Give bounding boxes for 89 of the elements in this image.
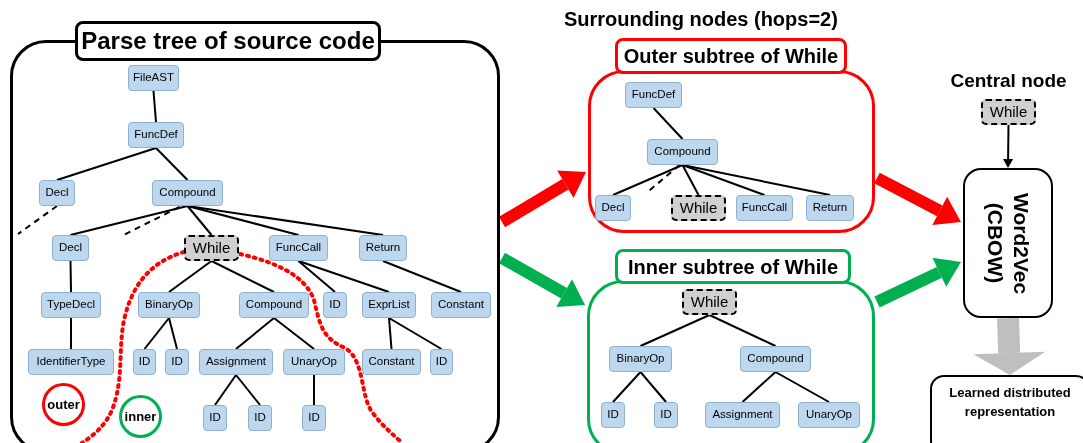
- tree-node: ID: [430, 349, 453, 375]
- tree-node: ID: [203, 405, 227, 431]
- arrow: [973, 317, 1046, 375]
- tree-node: Assignment: [199, 349, 273, 375]
- tree-edge: [388, 317, 393, 350]
- tree-edge: [186, 205, 300, 236]
- tree-node: Assignment: [705, 402, 780, 428]
- tree-node: ID: [323, 292, 347, 318]
- arrow: [498, 170, 586, 228]
- tree-node: BinaryOp: [138, 292, 200, 318]
- circle-label: outer: [42, 383, 85, 426]
- tree-node: Compound: [239, 292, 309, 318]
- tree-node: Decl: [39, 180, 75, 206]
- tree-edge: [297, 260, 390, 293]
- output-box: Learned distributed representation: [930, 375, 1083, 443]
- tree-node: ID: [601, 402, 625, 428]
- tree-edge: [652, 107, 684, 140]
- tree-edge: [388, 317, 443, 350]
- focus-node: While: [981, 99, 1036, 125]
- circle-label: inner: [119, 395, 162, 438]
- model-name: Word2Vec (CBOW): [983, 193, 1034, 293]
- tree-edge: [168, 260, 213, 293]
- panel-title: Outer subtree of While: [615, 38, 847, 74]
- tree-edge: [774, 371, 830, 403]
- tree-edge: [168, 317, 178, 350]
- panel-title: Parse tree of source code: [75, 21, 381, 61]
- tree-node: Constant: [362, 349, 421, 375]
- tree-edge: [70, 317, 72, 350]
- section-heading: Surrounding nodes (hops=2): [564, 7, 838, 32]
- tree-node: Compound: [152, 180, 223, 206]
- dashed-line: [122, 206, 181, 236]
- tree-node: Constant: [431, 292, 491, 318]
- tree-node: Return: [806, 195, 854, 221]
- tree-edge: [235, 374, 261, 406]
- node-caption: Central node: [950, 69, 1067, 93]
- arrow: [874, 257, 961, 308]
- tree-edge: [56, 147, 157, 181]
- tree-edge: [639, 314, 711, 347]
- tree-node: Return: [359, 235, 407, 261]
- tree-node: ID: [133, 349, 156, 375]
- tree-node: ID: [302, 405, 326, 431]
- tree-node: ID: [248, 405, 272, 431]
- tree-edge: [143, 317, 170, 350]
- tree-node: FuncCall: [269, 235, 328, 261]
- tree-edge: [708, 314, 777, 347]
- tree-node: FuncDef: [625, 82, 682, 108]
- focus-node: While: [682, 289, 737, 315]
- model-box: [963, 168, 1053, 318]
- focus-node: While: [184, 235, 239, 261]
- tree-edge: [69, 260, 72, 293]
- tree-node: Decl: [52, 235, 89, 261]
- tree-node: IdentifierType: [28, 349, 114, 375]
- tree-node: FuncCall: [736, 195, 793, 221]
- tree-edge: [741, 371, 777, 403]
- panel-title: Inner subtree of While: [615, 249, 851, 284]
- tree-edge: [681, 164, 700, 196]
- tree-node: BinaryOp: [609, 346, 672, 372]
- tree-edge: [313, 374, 315, 406]
- tree-edge: [612, 371, 642, 403]
- tree-edge: [210, 260, 275, 293]
- tree-node: ID: [654, 402, 678, 428]
- tree-edge: [69, 205, 189, 236]
- tree-edge: [235, 317, 275, 350]
- tree-node: UnaryOp: [283, 349, 345, 375]
- tree-node: TypeDecl: [41, 292, 101, 318]
- tree-node: Compound: [647, 139, 718, 165]
- arrow: [1003, 124, 1014, 168]
- arrow: [874, 172, 961, 226]
- tree-node: Compound: [740, 346, 811, 372]
- tree-edge: [681, 164, 831, 196]
- tree-node: FuncDef: [128, 122, 184, 148]
- tree-edge: [152, 90, 157, 123]
- tree-edge: [639, 371, 667, 403]
- tree-edge: [382, 260, 462, 293]
- focus-node: While: [671, 195, 726, 221]
- tree-node: UnaryOp: [798, 402, 860, 428]
- tree-edge: [214, 374, 237, 406]
- arrow: [499, 252, 585, 308]
- tree-edge: [155, 147, 189, 181]
- tree-edge: [297, 260, 336, 293]
- tree-edge: [186, 205, 213, 236]
- tree-node: ID: [165, 349, 189, 375]
- tree-node: Decl: [595, 195, 631, 221]
- tree-node: FileAST: [128, 65, 179, 91]
- tree-node: ExprList: [362, 292, 416, 318]
- tree-edge: [273, 317, 315, 350]
- tree-edge: [681, 164, 766, 196]
- dashed-line: [17, 205, 58, 235]
- tree-edge: [612, 164, 684, 196]
